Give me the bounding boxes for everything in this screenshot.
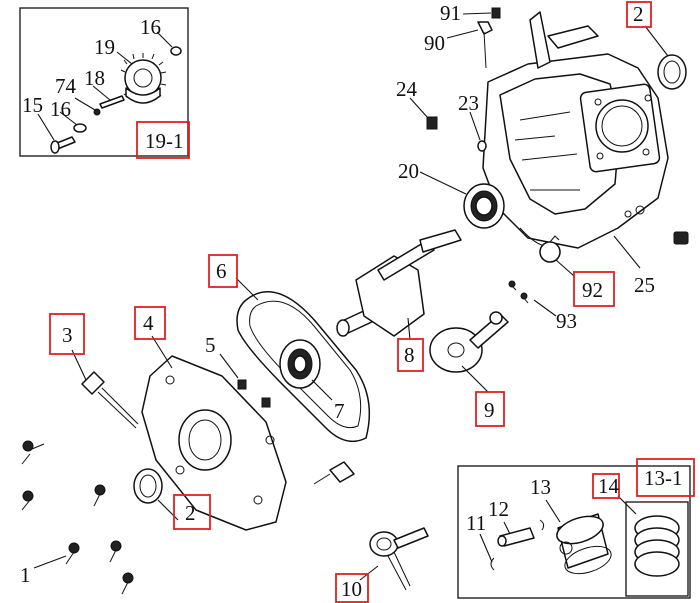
callout-2-lower: 2 [185,501,196,525]
callout-91: 91 [440,1,461,25]
callout-12: 12 [488,497,509,521]
callout-16-lower: 16 [50,97,71,121]
highlight-box-19-1 [136,121,190,159]
highlight-box-2-lower [173,494,211,530]
callout-24: 24 [396,77,418,101]
inset-13-1 [457,465,691,599]
bearing-20 [419,171,505,229]
piston-13 [556,513,612,575]
highlight-box-8 [397,338,424,372]
dowel-5 [237,379,247,390]
callout-9: 9 [484,398,495,422]
callout-23: 23 [458,91,479,115]
oil-seal-7 [279,339,333,401]
callout-8: 8 [404,343,415,367]
callout-4: 4 [143,311,154,335]
callout-5: 5 [205,333,216,357]
callout-16-top: 16 [140,15,161,39]
callout-19-1: 19-1 [145,129,184,153]
callout-25: 25 [634,273,655,297]
callout-11: 11 [466,511,486,535]
callout-6: 6 [216,259,227,283]
washer-top [170,46,182,56]
drain-plug [313,461,355,485]
circlip-11 [490,557,495,571]
highlight-box-4 [134,306,166,340]
callout-10: 10 [341,577,362,601]
crankshaft-8 [336,229,462,341]
callout-20: 20 [398,159,419,183]
highlight-box-3 [49,313,85,355]
callout-15: 15 [22,93,43,117]
callout-13-1: 13-1 [644,466,683,490]
callout-14: 14 [598,474,620,498]
pin-23 [477,140,487,152]
pin [99,95,125,109]
camshaft-9 [429,311,509,393]
inset-19-1 [19,7,189,157]
breather-parts [446,7,501,69]
highlight-box-92 [573,271,615,307]
governor-gear [120,53,167,104]
oil-seal-top [644,25,687,90]
bolt-24 [426,116,438,130]
screws-93 [508,280,557,317]
connecting-rod-10 [359,527,429,591]
callout-93: 93 [556,309,577,333]
callout-2-top: 2 [633,2,644,26]
callout-13: 13 [530,475,551,499]
crankcase-block [482,11,669,249]
callout-74: 74 [55,74,77,98]
highlight-box-9 [475,391,505,427]
callout-18: 18 [84,66,105,90]
piston-pin-12 [497,527,535,547]
oil-sensor-92 [519,227,575,277]
crankcase-cover-4 [141,335,287,531]
callout-19: 19 [94,35,115,59]
dipstick-3 [71,349,139,429]
callout-92: 92 [582,278,603,302]
highlight-box-6 [208,254,238,288]
highlight-box-14 [592,473,620,499]
callout-3: 3 [62,323,73,347]
highlight-box-2-top [626,1,652,28]
piston-rings [634,515,680,577]
oil-seal-lower [133,468,179,521]
callout-90: 90 [424,31,445,55]
highlight-box-10 [335,573,369,603]
callout-1: 1 [20,563,31,587]
bolts-1 [21,440,134,595]
highlight-box-13-1 [636,458,695,497]
callout-7: 7 [334,399,345,423]
